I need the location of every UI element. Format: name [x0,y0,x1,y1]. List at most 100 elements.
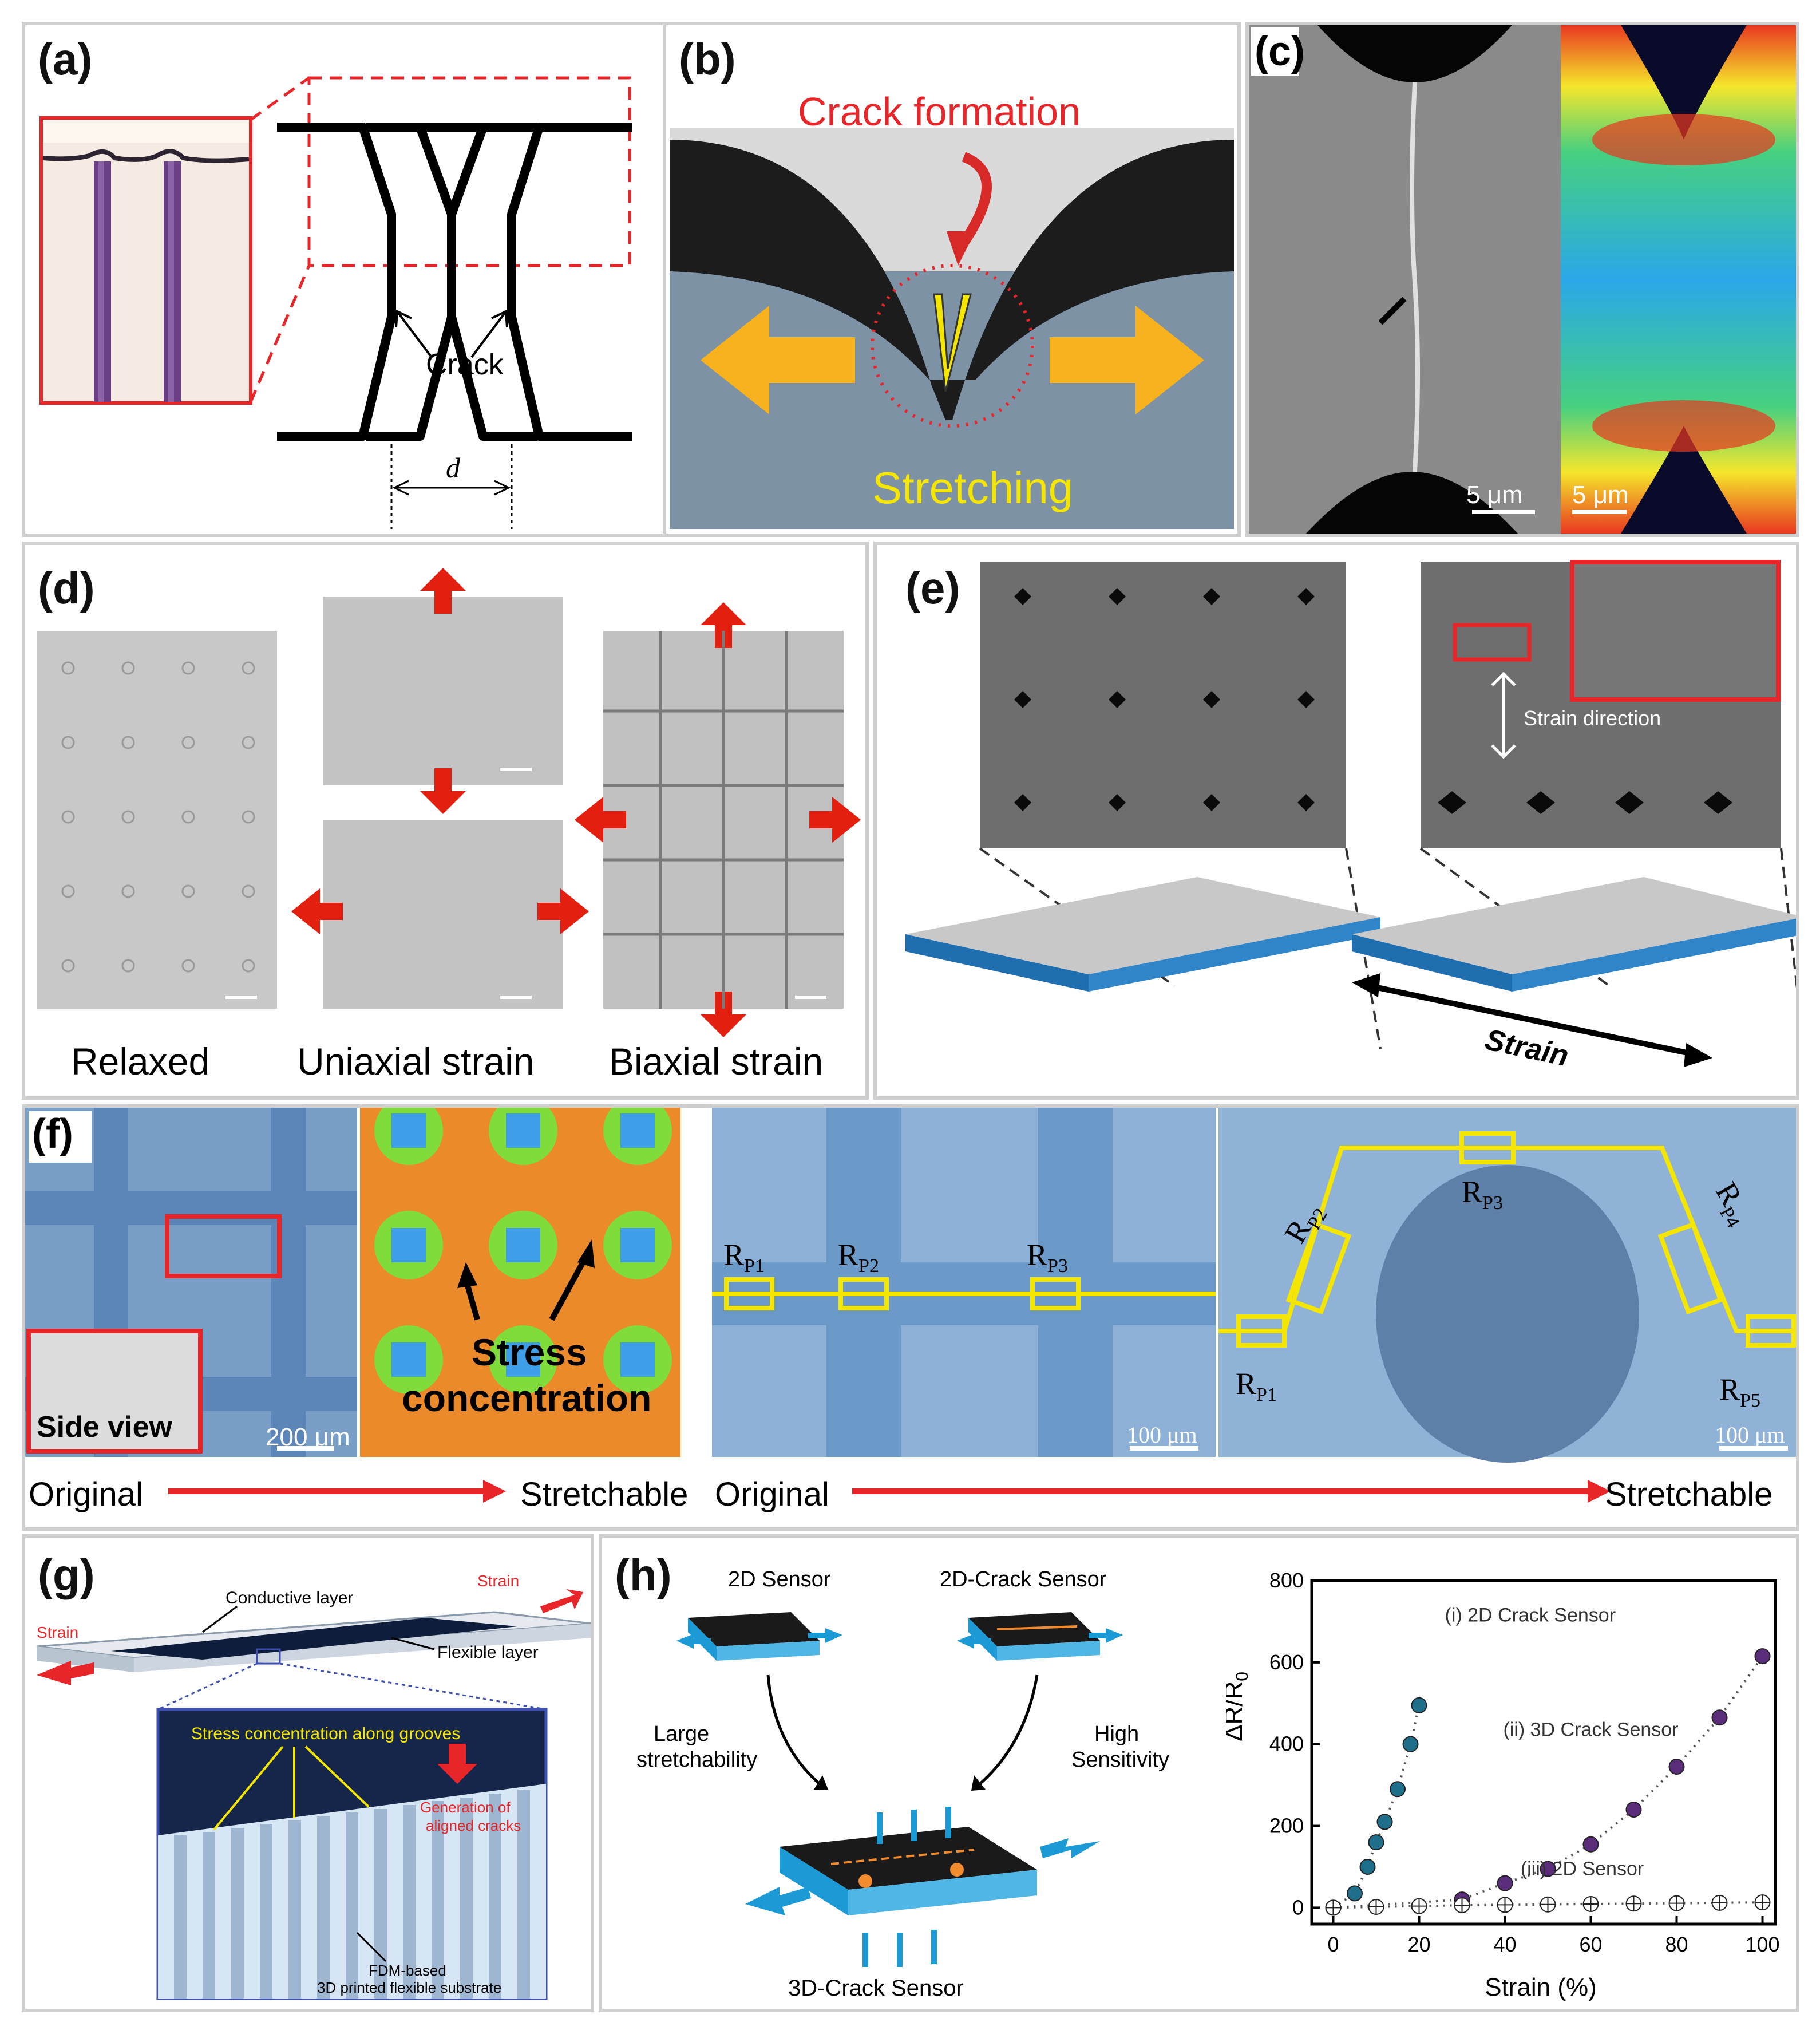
spacing-d-label: d [446,452,461,484]
sem-relaxed-holes [1014,588,1315,811]
sensor-2dcrack-block [957,1612,1123,1661]
stretchable-label-1: Stretchable [520,1476,688,1513]
crack-label: Crack [426,348,504,381]
film-strained-3d [1352,877,1796,974]
original-label-1: Original [29,1476,143,1513]
rp1-stretched-label: RP1 [1236,1366,1277,1405]
stress-grooves-label: Stress concentration along grooves [191,1724,460,1743]
sensor-2d-block [676,1612,842,1661]
panel-a: (a) [22,22,690,537]
rp3-label: RP3 [1027,1238,1068,1277]
data-point [1402,1736,1419,1752]
strain-direction-label: Strain direction [1524,706,1661,730]
fdm-label-2: 3D printed flexible substrate [317,1979,501,1996]
data-point [1625,1802,1642,1818]
side-view-inset [26,1329,203,1454]
y-axis-label: ΔR/R0 [1226,1672,1252,1741]
uniaxial-vertical-micrograph [323,597,563,785]
scale-bar-right: 5 μm [1572,481,1629,509]
panel-b: (b) Crack formation Stretching [663,22,1241,537]
panel-a-figure: Crack d [39,76,632,529]
panel-label-e: (e) [905,563,960,613]
y-tick-label: 600 [1269,1650,1304,1674]
sem-relaxed [980,562,1346,848]
y-tick-label: 0 [1292,1895,1304,1919]
sensor-3dcrack-block [745,1807,1100,1967]
stretching-label: Stretching [872,463,1073,513]
scale-bar-200: 200 μm [266,1423,350,1451]
panel-f-figure: (f) Side view 200 μm Stress concentratio… [25,1108,1796,1513]
high-label-1: High [1094,1722,1139,1746]
stress-heatmap [360,1108,680,1457]
series-label: (iii) 2D Sensor [1521,1858,1644,1879]
crack-arrow-icon [947,231,975,266]
series-line [1333,1901,1763,1909]
data-point [1711,1709,1728,1726]
panel-label-a: (a) [38,34,93,84]
uniaxial-label: Uniaxial strain [297,1040,535,1083]
panel-b-figure: Crack formation Stretching [670,89,1234,529]
panel-e-figure: Strain direction Strain [905,560,1796,1073]
strain-right-label: Strain [477,1572,519,1590]
large-label-1: Large [654,1722,709,1746]
sensor-3d-label: 3D-Crack Sensor [788,1976,964,2001]
sem-zoom-box [1453,623,1532,662]
x-tick-label: 100 [1745,1933,1779,1956]
sem-inset [1570,560,1781,702]
large-label-2: stretchability [636,1748,757,1772]
x-tick-label: 20 [1407,1933,1430,1956]
crack-highlight [933,293,972,392]
y-tick-label: 400 [1269,1732,1304,1756]
rp3-stretched-label: RP3 [1462,1175,1503,1214]
scale-bar-100-a: 100 μm [1127,1422,1197,1448]
stress-arrows [213,1745,370,1831]
crack-arrows [395,309,508,358]
data-point [1582,1836,1599,1853]
plot-frame [1310,1579,1777,1926]
y-tick-label: 200 [1269,1814,1304,1838]
data-point [1497,1875,1513,1891]
stress-label: Stress [472,1331,587,1373]
data-point [1754,1648,1771,1665]
panel-label-b: (b) [679,34,736,84]
flexible-label: Flexible layer [437,1643,539,1662]
panel-g-figure: Conductive layer Flexible layer Strain S… [36,1572,591,2000]
panel-d: (d) Relaxe [22,542,869,1100]
strain-left-arrow [37,1661,94,1685]
relaxed-micrograph [37,631,277,1009]
series-line [1333,1655,1764,1909]
series-label: (i) 2D Crack Sensor [1445,1604,1616,1626]
strain-axis-label: Strain [1482,1023,1572,1073]
crack-down-arrow [437,1744,477,1784]
x-tick-label: 60 [1579,1933,1602,1956]
crack-formation-label: Crack formation [798,89,1081,134]
panel-h: (h) 2D Sensor 2D-Crack Sensor Large stre… [599,1534,1799,2012]
biaxial-label: Biaxial strain [609,1040,823,1083]
crack-circle [871,264,1034,428]
cross-section-photo [39,116,252,405]
panel-c: (c) 5 μm 5 μm [1245,22,1799,537]
panel-d-figure: Relaxed Uniaxial strain Biaxial strain [37,568,861,1083]
panel-label-g: (g) [38,1550,95,1600]
film-relaxed-3d [905,877,1380,974]
panel-f: (f) Side view 200 μm Stress concentratio… [22,1104,1799,1531]
spacing-dimension [390,437,513,529]
data-point [1668,1759,1685,1775]
right-arrow-icon [1050,306,1204,414]
relaxed-label: Relaxed [71,1040,209,1083]
panel-c-figure: (c) 5 μm 5 μm [1249,25,1796,534]
original-label-2: Original [715,1476,829,1513]
relaxed-dots [61,661,255,973]
stretchable-label-2: Stretchable [1605,1476,1772,1513]
rp2-label: RP2 [838,1238,879,1277]
x-tick-label: 40 [1493,1933,1516,1956]
x-tick-label: 80 [1665,1933,1688,1956]
x-tick-label: 0 [1327,1933,1339,1956]
fabric-zoom-box [165,1214,282,1278]
panel-label-f: (f) [32,1111,73,1157]
high-label-2: Sensitivity [1071,1748,1169,1772]
data-point [1390,1781,1406,1798]
panel-g: (g) Conductive layer Flexible layer Stra… [22,1534,594,2012]
y-tick-label: 800 [1269,1569,1304,1592]
